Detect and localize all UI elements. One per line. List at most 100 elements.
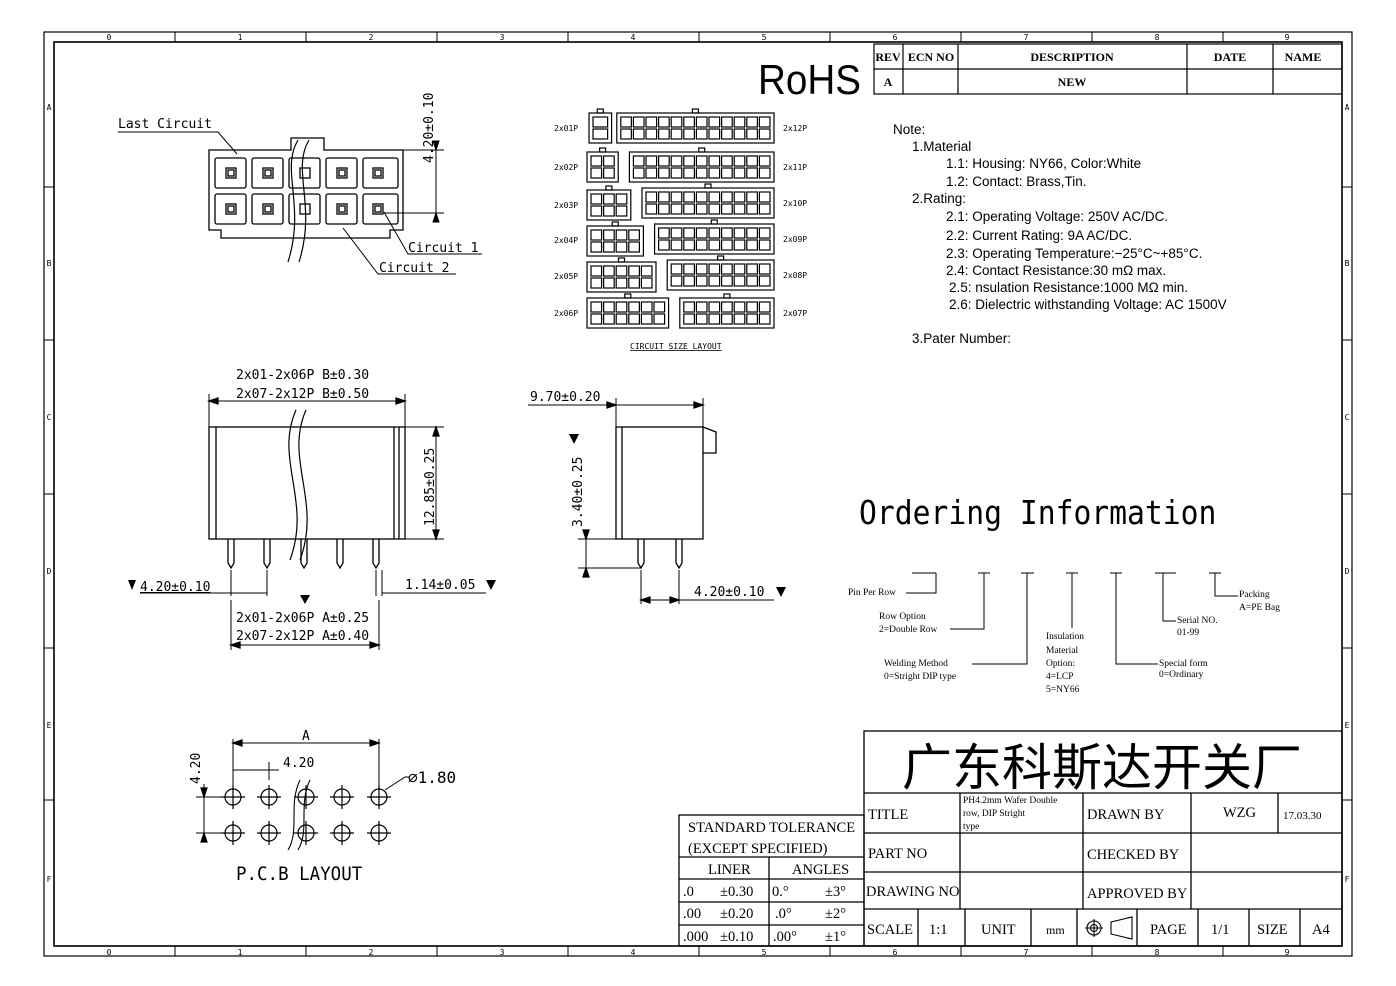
col-label: 6 (893, 948, 898, 957)
projection-symbol-icon (1085, 916, 1133, 940)
row-label: C (1345, 413, 1350, 422)
col-label: 4 (631, 33, 636, 42)
circuit-cell (733, 239, 746, 251)
circuit-cell (645, 128, 658, 140)
col-label: 6 (893, 33, 898, 42)
col-label: 7 (1024, 33, 1029, 42)
circuit-connector-latch (598, 147, 607, 153)
circuit-cell (683, 167, 695, 179)
col-label: 2 (369, 33, 374, 42)
side-view (528, 398, 774, 604)
col-label: 7 (1024, 948, 1029, 957)
circuit-layout-title: CIRCUIT SIZE LAYOUT (630, 342, 722, 351)
circuit-cell (746, 227, 758, 239)
front-pitch-dim: 4.20±0.10 (140, 580, 210, 595)
circuit-cell (657, 155, 670, 167)
circuit-connector-latch (605, 185, 613, 191)
circuit-cell (590, 229, 603, 241)
note-line: 1.2: Contact: Brass,Tin. (946, 174, 1087, 189)
part-no-label: PART NO (868, 846, 927, 862)
pcb-pitch-v: 4.20 (189, 753, 204, 784)
circuit-cell (683, 203, 695, 215)
welding-label: Welding Method (884, 659, 948, 669)
pcb-hole-crosshair (367, 785, 391, 809)
note-line: 2.2: Current Rating: 9A AC/DC. (946, 228, 1132, 243)
angles-header: ANGLES (792, 862, 849, 878)
circuit-cell (670, 155, 683, 167)
circuit-cell (615, 301, 628, 313)
circuit-cell (733, 313, 746, 325)
row-label: F (47, 875, 52, 884)
date-header: DATE (1214, 50, 1246, 64)
circuit-cell (615, 229, 628, 241)
title-value-line: PH4.2mm Wafer Double (963, 795, 1057, 806)
circuit-cell (720, 203, 733, 215)
circuit-cell (590, 265, 603, 277)
circuit-cell (758, 191, 771, 203)
front-pin-dim: 1.14±0.05 (405, 578, 475, 593)
circuit-cell (695, 275, 708, 287)
circuit-cell (708, 275, 721, 287)
circuit-cell (602, 277, 615, 289)
note-line: 2.5: nsulation Resistance:1000 MΩ min. (949, 280, 1188, 295)
circuit-cell (708, 167, 721, 179)
circuit-cell (758, 167, 771, 179)
circuit-cell (708, 116, 721, 128)
side-pitch-dim: 4.20±0.10 (694, 585, 764, 600)
col-label: 9 (1285, 948, 1290, 957)
front-view-arrows (128, 580, 496, 604)
circuit-cell (758, 116, 771, 128)
col-label: 8 (1155, 33, 1160, 42)
pcb-hole-crosshair (367, 821, 391, 845)
front-dim-a2: 2x07-2x12P A±0.40 (236, 629, 369, 644)
circuit-cell (628, 301, 640, 313)
circuit-cell (657, 191, 670, 203)
pcb-hole-crosshair (330, 785, 354, 809)
insulation-value: 4=LCP (1046, 672, 1074, 682)
circuit-cell (645, 116, 658, 128)
circuit-cell (657, 203, 670, 215)
circuit-cell (615, 277, 628, 289)
note-line: 1.1: Housing: NY66, Color:White (946, 156, 1141, 171)
circuit-cell (615, 313, 628, 325)
circuit-label: 2x05P (554, 272, 578, 281)
circuit-cell (657, 239, 670, 251)
circuit-cell (708, 239, 721, 251)
drawing-no-label: DRAWING NO (866, 884, 959, 900)
circuit-cell (653, 313, 666, 325)
circuit-cell (720, 128, 733, 140)
front-view (140, 394, 486, 650)
title-value-line: type (963, 822, 979, 832)
drawn-by-label: DRAWN BY (1087, 807, 1165, 823)
circuit-cell (657, 128, 670, 140)
tolerance-header: STANDARD TOLERANCE (688, 820, 855, 836)
circuit-cell (670, 128, 683, 140)
circuit-cell (708, 263, 721, 275)
circuit-cell (733, 301, 746, 313)
checked-by-label: CHECKED BY (1087, 847, 1180, 863)
circuit-cell (720, 263, 733, 275)
title-block: 广东科斯达开关厂 TITLE DRAWN BY WZG 17.03.30 PAR… (863, 730, 1343, 947)
circuit-cell (590, 205, 603, 217)
break-line (287, 139, 310, 263)
circuit-cell (708, 313, 721, 325)
circuit-cell (733, 128, 746, 140)
tol-cell: .0° (775, 906, 792, 922)
notes-block: Note: 1.Material 1.1: Housing: NY66, Col… (893, 122, 1227, 346)
circuit-cell (695, 155, 708, 167)
insulation-value: 5=NY66 (1046, 685, 1080, 695)
tolerance-subheader: (EXCEPT SPECIFIED) (688, 841, 828, 857)
front-dim-b2: 2x07-2x12P B±0.50 (236, 387, 369, 402)
col-label: 0 (107, 33, 112, 42)
circuit-label: 2x10P (783, 199, 807, 208)
circuit-cell (683, 313, 695, 325)
circuit-cell (746, 239, 758, 251)
ecn-header: ECN NO (908, 50, 954, 64)
top-view-leaders (118, 131, 482, 275)
packing-value: A=PE Bag (1239, 603, 1280, 613)
tol-cell: 0.° (772, 884, 789, 900)
circuit1-label: Circuit 1 (408, 241, 478, 256)
circuit-cell (640, 265, 653, 277)
rev-header: REV (875, 50, 901, 64)
